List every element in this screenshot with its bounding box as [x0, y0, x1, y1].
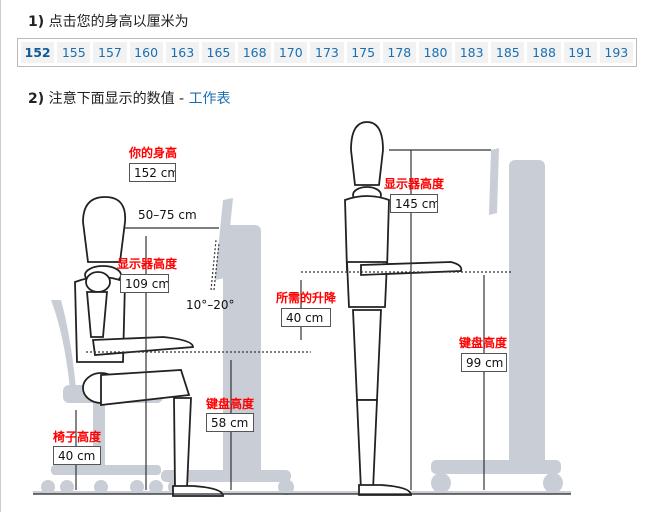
angle-value: 10°–20°	[186, 298, 235, 312]
height-option-185[interactable]: 185	[491, 42, 525, 63]
lift-value: 40 cm	[281, 308, 331, 327]
height-option-180[interactable]: 180	[418, 42, 453, 63]
height-option-175[interactable]: 175	[346, 42, 380, 63]
furniture	[33, 148, 571, 495]
height-option-178[interactable]: 178	[382, 42, 416, 63]
worksheet-link[interactable]: 工作表	[188, 91, 231, 107]
sit-keyboard-value: 58 cm	[206, 413, 254, 432]
your-height-value: 152 cm	[129, 163, 176, 182]
lift-label: 所需的升降	[276, 291, 337, 305]
stand-monitor-value: 145 cm	[390, 194, 438, 213]
stand-keyboard-value: 99 cm	[461, 353, 507, 372]
step1-text: 点击您的身高以厘米为	[48, 14, 189, 30]
height-option-157[interactable]: 157	[93, 42, 127, 63]
height-option-191[interactable]: 191	[563, 42, 597, 63]
sit-monitor-label: 显示器高度	[117, 257, 178, 271]
height-option-183[interactable]: 183	[455, 42, 489, 63]
sit-monitor-value: 109 cm	[120, 274, 169, 293]
standing-figure	[344, 121, 463, 496]
height-option-173[interactable]: 173	[310, 42, 344, 63]
your-height-label: 你的身高	[129, 146, 178, 160]
step2-heading: 2) 注意下面显示的数值 - 工作表	[28, 88, 231, 108]
step1-number: 1)	[28, 14, 45, 30]
height-option-193[interactable]: 193	[599, 42, 633, 63]
height-option-152[interactable]: 152	[21, 42, 55, 63]
height-option-170[interactable]: 170	[274, 42, 308, 63]
height-option-155[interactable]: 155	[57, 42, 91, 63]
sit-keyboard-label: 键盘高度	[206, 397, 255, 411]
height-option-168[interactable]: 168	[238, 42, 272, 63]
height-option-188[interactable]: 188	[527, 42, 561, 63]
step2-number: 2)	[28, 91, 45, 107]
distance-value: 50–75 cm	[138, 208, 197, 222]
chair-height-label: 椅子高度	[53, 430, 102, 444]
step2-text: 注意下面显示的数值 -	[48, 91, 185, 107]
stand-keyboard-label: 键盘高度	[459, 336, 508, 350]
height-option-163[interactable]: 163	[165, 42, 199, 63]
height-option-160[interactable]: 160	[129, 42, 163, 63]
stand-monitor-label: 显示器高度	[384, 177, 445, 191]
height-option-165[interactable]: 165	[201, 42, 236, 63]
chair-height-value: 40 cm	[53, 446, 101, 465]
step1-heading: 1) 点击您的身高以厘米为	[28, 11, 189, 31]
